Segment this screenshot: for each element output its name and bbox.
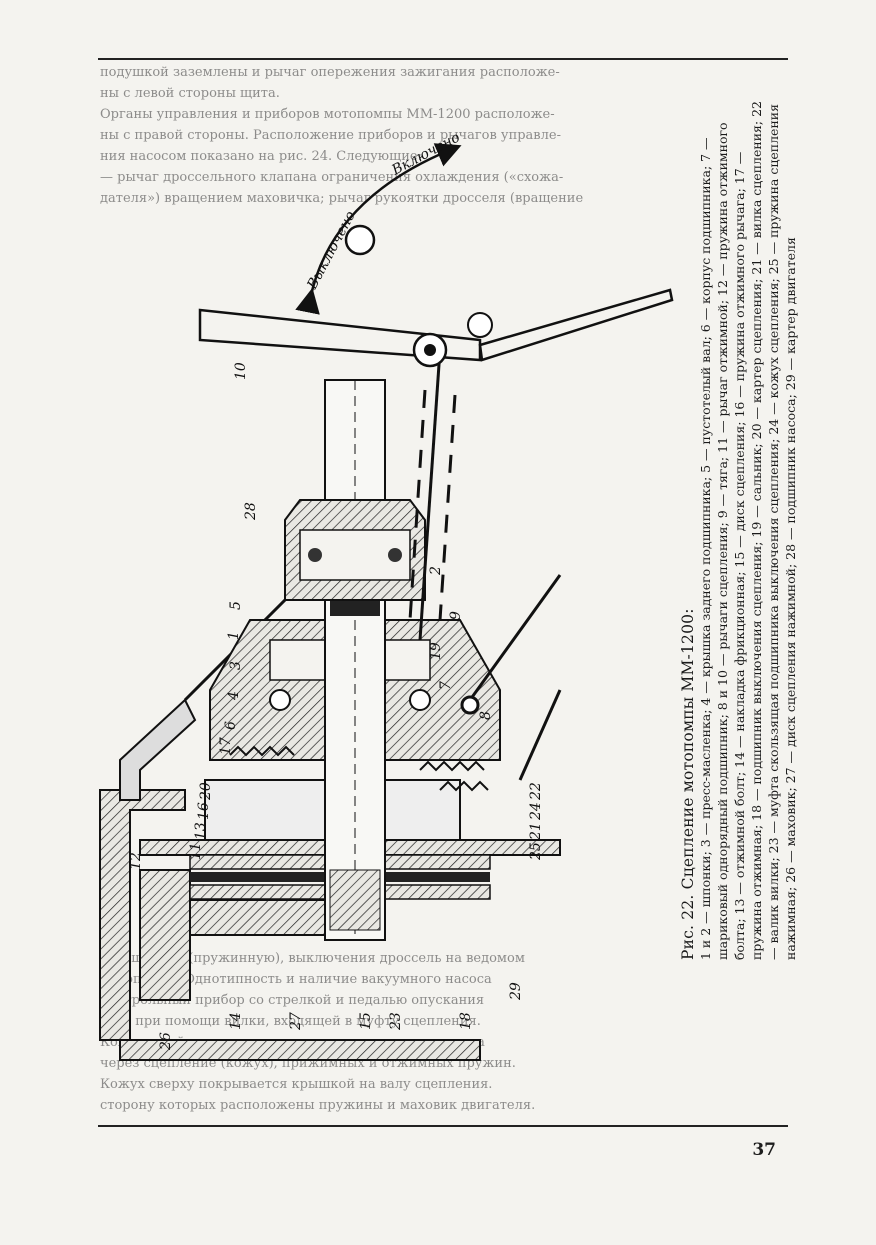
part-label-1: 1 xyxy=(226,631,242,640)
part-label-25: 25 xyxy=(528,842,544,861)
part-label-7: 7 xyxy=(438,681,454,690)
part-label-23: 23 xyxy=(388,1012,404,1031)
part-label-22: 22 xyxy=(528,782,544,801)
ghost-line: Органы управления и приборов мотопомпы М… xyxy=(100,107,555,122)
label-on: Включено xyxy=(388,129,462,179)
ghost-line: вала при помощи вилки, входящей в муфту … xyxy=(100,1014,481,1029)
part-label-14: 14 xyxy=(228,1012,244,1030)
bottom-rule xyxy=(98,1125,788,1127)
flywheel-housing xyxy=(99,789,481,1061)
hollow-shaft xyxy=(324,379,386,941)
caption-title: Рис. 22. Сцепление мотопомпы ММ-1200: xyxy=(679,608,697,960)
part-label-17: 17 xyxy=(218,737,234,755)
part-label-28: 28 xyxy=(243,502,259,521)
part-label-24: 24 xyxy=(528,802,544,821)
part-label-29: 29 xyxy=(508,982,524,1001)
ghost-line: мотопомпа. Однотипность и наличие вакуум… xyxy=(100,972,492,987)
part-label-21: 21 xyxy=(528,822,544,841)
part-label-5: 5 xyxy=(228,601,244,610)
part-label-8: 8 xyxy=(478,711,494,720)
pump-bearing xyxy=(284,499,426,601)
ghost-line: кую шпонку (пружинную), выключения дросс… xyxy=(100,951,525,966)
part-label-12: 12 xyxy=(128,852,144,870)
caption-body: 1 и 2 — шпонки; 3 — пресс-масленка; 4 — … xyxy=(698,100,798,960)
part-label-4: 4 xyxy=(226,691,242,701)
part-label-27: 27 xyxy=(288,1012,304,1031)
tie-rod xyxy=(408,349,457,641)
page-number: 37 xyxy=(752,1140,776,1160)
ghost-line: ны с правой стороны. Расположение прибор… xyxy=(100,128,561,143)
figure-caption: Рис. 22. Сцепление мотопомпы ММ-1200: 1 … xyxy=(679,100,799,960)
top-rule xyxy=(98,58,788,60)
ghost-line: контрольный прибор со стрелкой и педалью… xyxy=(100,993,485,1008)
part-label-26: 26 xyxy=(158,1032,174,1051)
part-label-20: 20 xyxy=(198,782,214,801)
part-label-10: 10 xyxy=(233,362,249,380)
ghost-line: сторону которых расположены пружины и ма… xyxy=(100,1098,536,1113)
part-label-11: 11 xyxy=(188,842,204,860)
ghost-line: Кожух сверху покрывается крышкой на валу… xyxy=(100,1077,493,1092)
linkage xyxy=(460,574,562,781)
lever-arc-indicator: Выключено Включено xyxy=(295,129,463,315)
part-label-2: 2 xyxy=(428,566,444,576)
clutch-lever xyxy=(198,288,674,368)
part-label-19: 19 xyxy=(428,642,444,660)
ghost-line: подушкой заземлены и рычаг опережения за… xyxy=(100,65,560,80)
clutch-springs xyxy=(229,745,489,792)
part-label-13: 13 xyxy=(193,822,209,840)
part-label-18: 18 xyxy=(458,1012,474,1030)
part-label-9: 9 xyxy=(448,611,464,620)
part-number-labels: 28 10 9 5 1 2 3 4 6 17 19 7 8 20 16 13 1… xyxy=(128,362,544,1051)
ghost-line: ны с левой стороны щита. xyxy=(100,86,280,101)
part-label-3: 3 xyxy=(228,661,244,670)
part-label-6: 6 xyxy=(223,721,239,730)
part-label-16: 16 xyxy=(196,802,212,820)
part-label-15: 15 xyxy=(358,1012,374,1030)
bleed-through-text-bottom: кую шпонку (пружинную), выключения дросс… xyxy=(100,948,790,1116)
